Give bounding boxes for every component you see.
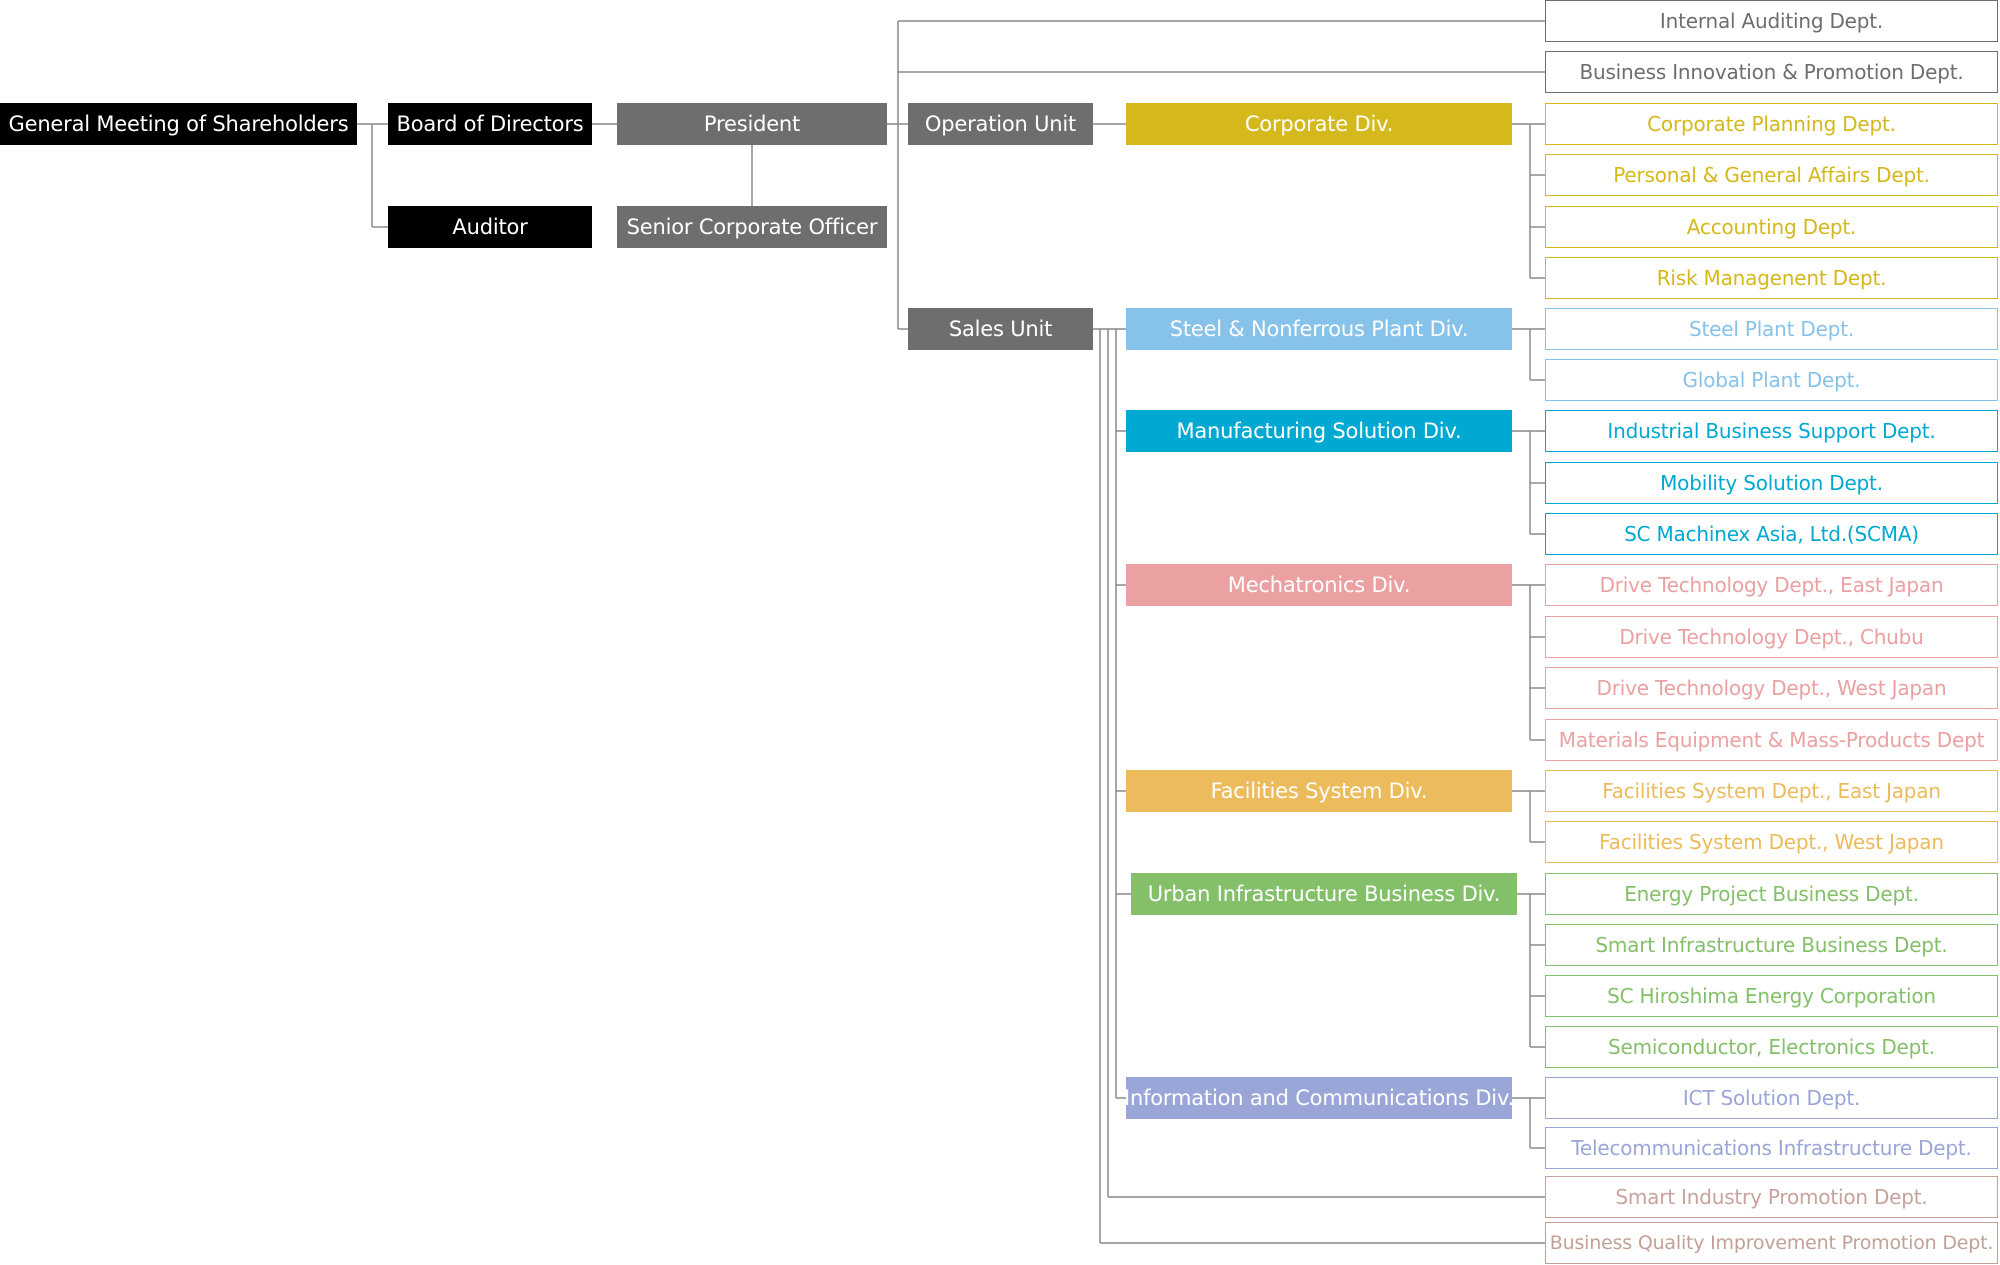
internal-auditing-dept: Internal Auditing Dept. (1545, 0, 1998, 42)
corporate-dept: Corporate Planning Dept. (1545, 103, 1998, 145)
mechatronics-dept: Drive Technology Dept., East Japan (1545, 564, 1998, 606)
mechatronics-dept: Materials Equipment & Mass-Products Dept (1545, 719, 1998, 761)
manufacturing-dept: Mobility Solution Dept. (1545, 462, 1998, 504)
urban-dept: SC Hiroshima Energy Corporation (1545, 975, 1998, 1017)
corporate-dept: Personal & General Affairs Dept. (1545, 154, 1998, 196)
urban-dept: Smart Infrastructure Business Dept. (1545, 924, 1998, 966)
facilities-dept: Facilities System Dept., East Japan (1545, 770, 1998, 812)
ict-div-box: Information and Communications Div. (1126, 1077, 1512, 1119)
steel-dept: Steel Plant Dept. (1545, 308, 1998, 350)
urban-div-box: Urban Infrastructure Business Div. (1131, 873, 1517, 915)
president-box: President (617, 103, 887, 145)
shareholders-box: General Meeting of Shareholders (0, 103, 357, 145)
urban-dept: Semiconductor, Electronics Dept. (1545, 1026, 1998, 1068)
facilities-div-box: Facilities System Div. (1126, 770, 1512, 812)
senior-officer-box: Senior Corporate Officer (617, 206, 887, 248)
sales-unit-box: Sales Unit (908, 308, 1093, 350)
mechatronics-dept: Drive Technology Dept., West Japan (1545, 667, 1998, 709)
corporate-dept: Accounting Dept. (1545, 206, 1998, 248)
mechatronics-dept: Drive Technology Dept., Chubu (1545, 616, 1998, 658)
facilities-dept: Facilities System Dept., West Japan (1545, 821, 1998, 863)
manufacturing-dept: Industrial Business Support Dept. (1545, 410, 1998, 452)
steel-div-box: Steel & Nonferrous Plant Div. (1126, 308, 1512, 350)
smart-industry-dept: Smart Industry Promotion Dept. (1545, 1176, 1998, 1218)
corporate-dept: Risk Managenent Dept. (1545, 257, 1998, 299)
operation-unit-box: Operation Unit (908, 103, 1093, 145)
business-quality-dept: Business Quality Improvement Promotion D… (1545, 1222, 1998, 1264)
mechatronics-div-box: Mechatronics Div. (1126, 564, 1512, 606)
steel-dept: Global Plant Dept. (1545, 359, 1998, 401)
manufacturing-div-box: Manufacturing Solution Div. (1126, 410, 1512, 452)
urban-dept: Energy Project Business Dept. (1545, 873, 1998, 915)
ict-dept: Telecommunications Infrastructure Dept. (1545, 1127, 1998, 1169)
manufacturing-dept: SC Machinex Asia, Ltd.(SCMA) (1545, 513, 1998, 555)
auditor-box: Auditor (388, 206, 592, 248)
business-innovation-dept: Business Innovation & Promotion Dept. (1545, 51, 1998, 93)
ict-dept: ICT Solution Dept. (1545, 1077, 1998, 1119)
corporate-div-box: Corporate Div. (1126, 103, 1512, 145)
board-box: Board of Directors (388, 103, 592, 145)
